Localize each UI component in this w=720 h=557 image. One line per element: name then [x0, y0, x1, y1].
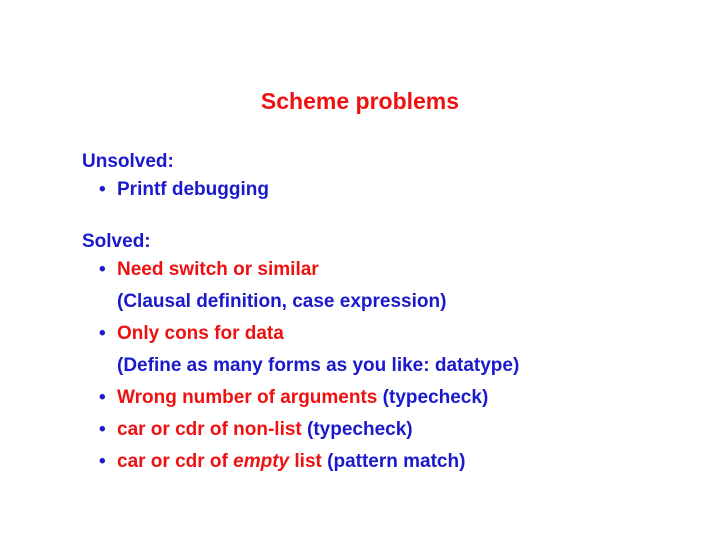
- problem-text-before: car or cdr of: [117, 451, 228, 472]
- list-item: • car or cdr of empty list (pattern matc…: [82, 446, 702, 478]
- problem-text-after: list: [294, 451, 322, 472]
- list-item: • Printf debugging: [82, 174, 702, 206]
- solution-text: (typecheck): [382, 387, 489, 408]
- list-item-note: (Clausal definition, case expression): [82, 286, 702, 318]
- solution-note: (Clausal definition, case expression): [117, 291, 447, 312]
- bullet-icon: •: [99, 387, 106, 408]
- item-text: Printf debugging: [117, 179, 269, 200]
- bullet-icon: •: [99, 451, 106, 472]
- bullet-icon: •: [99, 259, 106, 280]
- problem-text: Only cons for data: [117, 323, 284, 344]
- unsolved-section: Unsolved: • Printf debugging: [82, 150, 702, 206]
- problem-text: car or cdr of non-list: [117, 419, 302, 440]
- solution-text: (pattern match): [327, 451, 466, 472]
- problem-text: Wrong number of arguments: [117, 387, 378, 408]
- problem-emphasis: empty: [233, 451, 290, 472]
- bullet-icon: •: [99, 419, 106, 440]
- bullet-icon: •: [99, 179, 106, 200]
- list-item: • Wrong number of arguments (typecheck): [82, 382, 702, 414]
- problem-text: Need switch or similar: [117, 259, 319, 280]
- list-item: • car or cdr of non-list (typecheck): [82, 414, 702, 446]
- list-item: • Only cons for data: [82, 318, 702, 350]
- solution-note: (Define as many forms as you like: datat…: [117, 355, 520, 376]
- list-item-note: (Define as many forms as you like: datat…: [82, 350, 702, 382]
- solution-text: (typecheck): [307, 419, 413, 440]
- solved-heading: Solved:: [82, 231, 151, 252]
- bullet-icon: •: [99, 323, 106, 344]
- list-item: • Need switch or similar: [82, 254, 702, 286]
- solved-section: Solved: • Need switch or similar (Clausa…: [82, 230, 702, 478]
- unsolved-heading: Unsolved:: [82, 151, 174, 172]
- slide-title: Scheme problems: [260, 88, 460, 114]
